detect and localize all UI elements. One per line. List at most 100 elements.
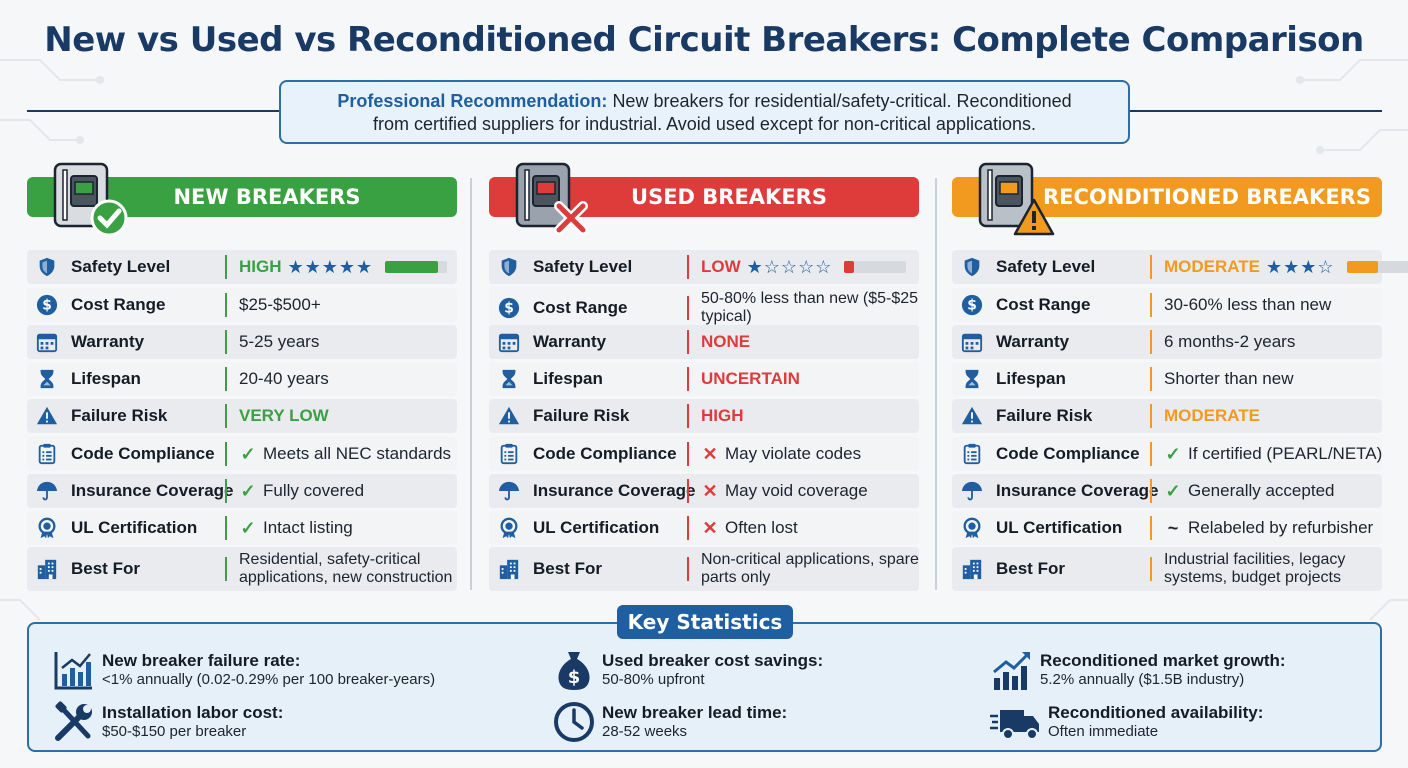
row-value: ✓Fully covered [227,481,457,502]
row-value: ✕Often lost [689,518,919,539]
row-value-text: Residential, safety-critical application… [239,551,453,586]
checklist-icon [960,442,984,466]
row-divider [1150,404,1152,428]
stat-item: New breaker failure rate:<1% annually (0… [52,648,435,692]
stat-label: New breaker failure rate: [102,651,301,670]
row-code-compliance: Code Compliance✓Meets all NEC standards [27,437,457,471]
row-value: ✓If certified (PEARL/NETA) [1152,444,1382,465]
row-value-text: 6 months-2 years [1164,332,1296,351]
row-label: Safety Level [71,257,171,276]
row-label: Failure Risk [996,406,1093,425]
stat-value: Often immediate [1048,723,1159,740]
row-divider [687,479,689,503]
warning-icon [35,404,59,428]
stat-text: Installation labor cost:$50-$150 per bre… [102,703,283,741]
row-label: Cost Range [996,295,1091,314]
star-rating: ★★★★★ [287,256,374,277]
safety-level-bar [844,261,907,273]
row-label: UL Certification [533,518,660,537]
row-divider [1150,557,1152,581]
row-label: Insurance Coverage [71,481,234,500]
row-value-text: 20-40 years [239,369,329,388]
row-label: Insurance Coverage [996,481,1159,500]
umbrella-icon [35,479,59,503]
row-label: UL Certification [71,518,198,537]
stat-item: $Used breaker cost savings:50-80% upfron… [552,648,823,692]
row-ul-certification: UL Certification ✕Often lost [489,511,919,545]
row-label: Lifespan [71,369,141,388]
row-value-text: If certified (PEARL/NETA) [1188,444,1383,463]
title-rule-left [27,110,279,112]
column-divider [935,178,937,590]
check-icon: ✓ [240,480,256,501]
row-value-text: May void coverage [725,481,868,500]
recommendation-text-1: New breakers for residential/safety-crit… [612,91,1072,111]
row-value-text: 50-80% less than new ($5-$25 typical) [701,290,919,325]
row-divider [225,479,227,503]
umbrella-icon [497,479,521,503]
check-icon: ✓ [1165,480,1181,501]
stat-text: New breaker lead time:28-52 weeks [602,703,787,741]
certificate-badge-icon [960,516,984,540]
row-value: HIGH ★★★★★ [227,257,457,278]
row-ul-certification: UL Certification ✓Intact listing [27,511,457,545]
stat-text: Reconditioned availability:Often immedia… [1048,703,1263,741]
safety-level-bar [1346,261,1408,273]
row-divider [1150,255,1152,279]
key-statistics-title: Key Statistics [617,605,793,639]
row-label: Cost Range [533,298,628,317]
stat-item: Reconditioned market growth:5.2% annuall… [990,648,1286,692]
row-code-compliance: Code Compliance✓If certified (PEARL/NETA… [952,437,1382,471]
row-value: ✓Intact listing [227,518,457,539]
row-value-text: $25-$500+ [239,295,321,314]
recommendation-box: Professional Recommendation: New breaker… [279,80,1130,144]
row-value: $25-$500+ [227,295,457,315]
stat-label: Used breaker cost savings: [602,651,824,670]
truck-icon [990,700,1042,744]
stat-label: Reconditioned availability: [1048,703,1264,722]
row-divider [687,442,689,466]
row-value-text: Relabeled by refurbisher [1188,518,1374,537]
safety-level-text: HIGH [239,257,282,276]
row-lifespan: Lifespan 20-40 years [27,362,457,396]
row-value: Industrial facilities, legacy systems, b… [1152,551,1382,587]
column-divider [470,178,472,590]
row-label: Insurance Coverage [533,481,696,500]
safety-level-bar-fill [844,261,854,273]
key-statistics-panel [27,622,1382,752]
stat-value: 5.2% annually ($1.5B industry) [1040,671,1245,688]
svg-text:$: $ [967,298,977,314]
row-divider [225,516,227,540]
growth-chart-icon [990,648,1034,692]
row-value: ✓ Meets all NEC standards [227,444,457,465]
row-insurance-coverage: Insurance Coverage ✓ Generally accepted [952,474,1382,508]
row-value-text: Generally accepted [1188,481,1335,500]
dollar-icon: $ [960,293,984,317]
row-value: 6 months-2 years [1152,332,1382,352]
row-label: UL Certification [996,518,1123,537]
shield-icon [497,255,521,279]
recommendation-label: Professional Recommendation: [337,91,608,111]
row-divider [687,557,689,581]
row-label: Best For [71,559,140,578]
row-value-text: Meets all NEC standards [263,444,452,463]
check-icon: ✓ [240,443,256,464]
stat-item: New breaker lead time:28-52 weeks [552,700,787,744]
stat-label: Installation labor cost: [102,703,284,722]
row-failure-risk: Failure Risk MODERATE [952,399,1382,433]
row-value: MODERATE [1152,406,1382,426]
breaker-x-icon [513,160,593,240]
row-label: Code Compliance [533,444,677,463]
row-value: 30-60% less than new [1152,295,1382,315]
check-icon: ✓ [240,517,256,538]
row-ul-certification: UL Certification~Relabeled by refurbishe… [952,511,1382,545]
row-value-text: 5-25 years [239,332,320,351]
row-value: ✕May void coverage [689,481,919,502]
breaker-warning-icon [976,160,1056,240]
row-label: Warranty [71,332,145,351]
